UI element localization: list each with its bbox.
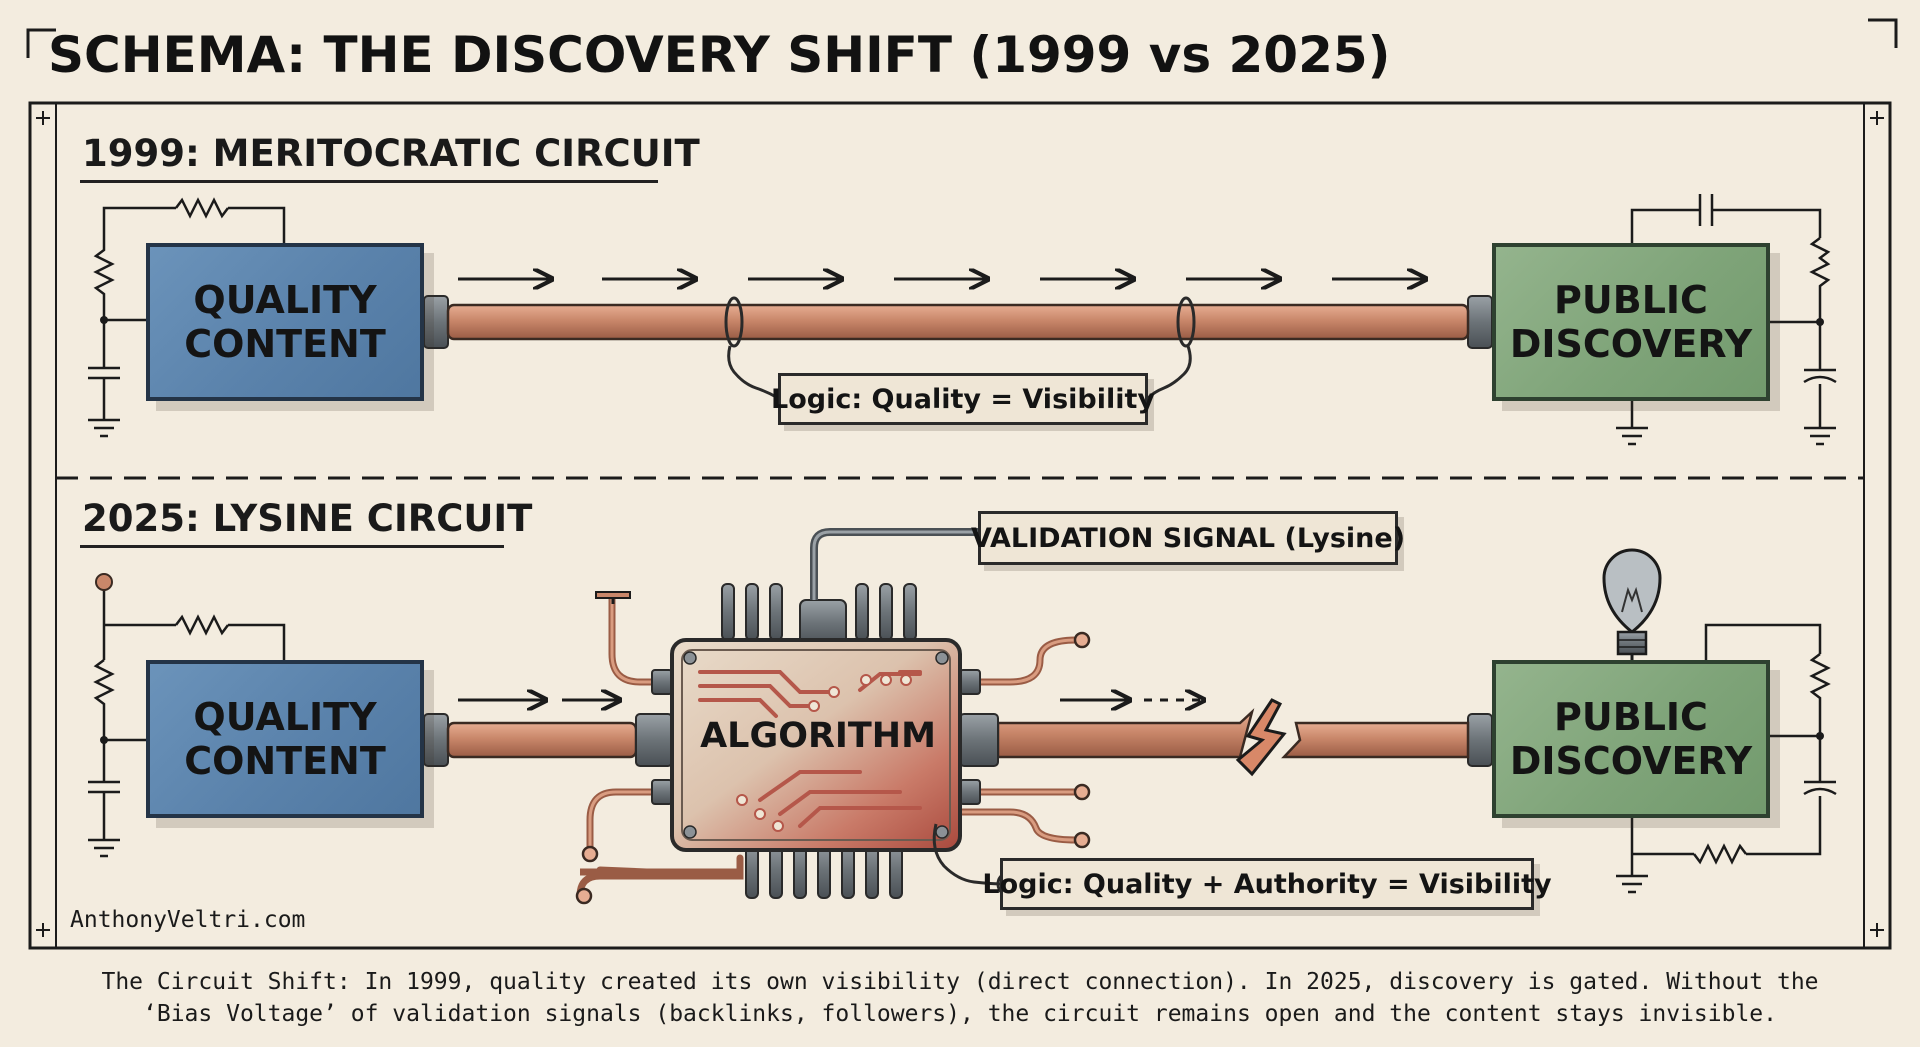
lightning-break-icon — [1235, 698, 1287, 777]
ground-icon — [88, 418, 120, 438]
chip-traces — [698, 670, 922, 828]
validation-signal-label: VALIDATION SIGNAL (Lysine) — [971, 511, 1405, 565]
copper-wire-1999 — [446, 303, 1470, 341]
quality-content-box-2025: QUALITY CONTENT — [146, 660, 424, 818]
caption: The Circuit Shift: In 1999, quality crea… — [30, 966, 1890, 1030]
resistor-icon — [175, 614, 229, 636]
connector-left-2025 — [423, 713, 449, 767]
ground-icon — [1616, 426, 1648, 446]
copper-wire-2025-out — [996, 708, 1255, 759]
site-credit: AnthonyVeltri.com — [70, 907, 306, 933]
section-underline-1999 — [80, 180, 658, 183]
box-label-line: QUALITY — [193, 278, 377, 322]
caption-line: ‘Bias Voltage’ of validation signals (ba… — [143, 1001, 1777, 1027]
ground-icon — [1804, 426, 1836, 446]
box-label-line: DISCOVERY — [1509, 322, 1753, 366]
chip-side-wires-highlight — [588, 596, 1078, 852]
ground-icon — [88, 838, 120, 858]
copper-wire-2025-end — [1281, 721, 1470, 759]
logic-label-2025: Logic: Quality + Authority = Visibility — [982, 858, 1552, 910]
signal-wire — [810, 528, 978, 600]
ground-icon — [1616, 874, 1648, 894]
logic-label-1999: Logic: Quality = Visibility — [771, 373, 1155, 425]
frame-corners — [26, 18, 1898, 58]
source-2025-side-circuit — [88, 590, 286, 858]
section-underline-2025 — [80, 545, 504, 548]
chain-icon — [724, 296, 1196, 400]
connector-right-1999 — [1467, 295, 1493, 349]
box-label-line: QUALITY — [193, 695, 377, 739]
section-title-2025: 2025: LYSINE CIRCUIT — [82, 497, 533, 540]
resistor-icon — [1809, 653, 1831, 736]
resistor-icon — [175, 197, 229, 219]
capacitor-icon — [88, 780, 120, 794]
page-title: SCHEMA: THE DISCOVERY SHIFT (1999 vs 202… — [48, 26, 1391, 84]
chip-side-connectors — [635, 669, 999, 805]
capacitor-icon — [1698, 194, 1714, 226]
connector-left-1999 — [423, 295, 449, 349]
chip-screws — [683, 651, 949, 839]
resistor-icon — [1809, 237, 1831, 322]
resistor-icon — [1693, 843, 1747, 865]
wire-terminals — [575, 631, 1091, 905]
target-2025-side-circuit — [1616, 623, 1837, 894]
capacitor-icon — [88, 366, 120, 380]
target-1999-side-circuit — [1616, 194, 1837, 446]
copper-wire-2025-in — [446, 721, 638, 759]
box-label-line: PUBLIC — [1554, 278, 1708, 322]
capacitor-icon — [1803, 368, 1837, 384]
box-label-line: CONTENT — [184, 322, 386, 366]
frame-crosshairs — [36, 111, 1884, 937]
outer-frame — [28, 101, 1892, 950]
caption-line: The Circuit Shift: In 1999, quality crea… — [101, 969, 1819, 995]
section-title-1999: 1999: MERITOCRATIC CIRCUIT — [82, 132, 700, 175]
chip-vias — [736, 674, 912, 832]
box-label-line: PUBLIC — [1554, 695, 1708, 739]
box-label-line: DISCOVERY — [1509, 739, 1753, 783]
light-bulb-icon — [1602, 548, 1662, 660]
connector-right-2025 — [1467, 713, 1493, 767]
public-discovery-box-2025: PUBLIC DISCOVERY — [1492, 660, 1770, 818]
quality-content-box-1999: QUALITY CONTENT — [146, 243, 424, 401]
public-discovery-box-1999: PUBLIC DISCOVERY — [1492, 243, 1770, 401]
source-1999-side-circuit — [88, 197, 286, 438]
capacitor-icon — [1803, 780, 1837, 796]
algorithm-label: ALGORITHM — [700, 716, 936, 756]
box-label-line: CONTENT — [184, 739, 386, 783]
